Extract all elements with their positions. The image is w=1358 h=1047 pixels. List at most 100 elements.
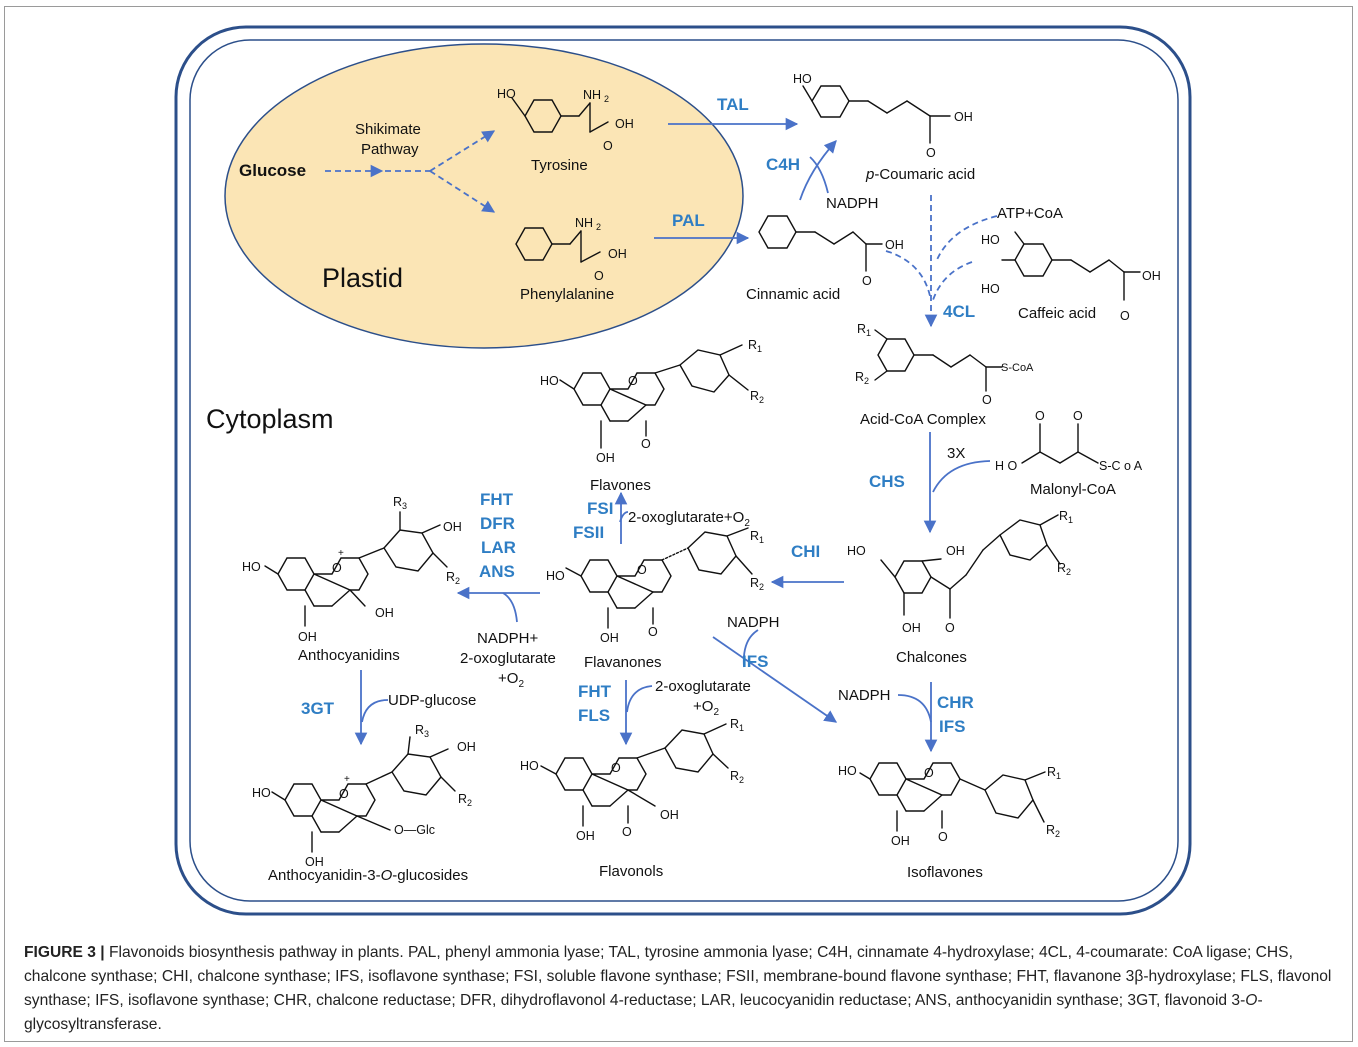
flavanones-r1: R <box>750 529 759 543</box>
tyrosine-structure <box>511 97 609 133</box>
anthocyanidins-label: Anthocyanidins <box>298 647 400 664</box>
chalcones-r2: R <box>1057 561 1066 575</box>
chalcones-oh-bottom: OH <box>902 621 921 635</box>
flavonols-ring-o: O <box>611 761 621 775</box>
pathway-diagram: Plastid Cytoplasm Glucose Shikimate Path… <box>174 25 1192 916</box>
cinnamic-label: Cinnamic acid <box>746 286 840 303</box>
cinnamic-oh: OH <box>885 238 904 252</box>
gluc-r2-sub: 2 <box>467 798 472 808</box>
fs-oxo-o2: 2-oxoglutarate+O <box>628 509 744 526</box>
flavones-r1: R <box>748 338 757 352</box>
phenylalanine-structure <box>515 227 601 263</box>
flavones-r2-sub: 2 <box>759 395 764 405</box>
antho-r3: R <box>393 495 402 509</box>
chr-nadph: NADPH <box>838 687 891 704</box>
antho-gluc-prefix: Anthocyanidin-3- <box>268 867 381 884</box>
chalcones-o: O <box>945 621 955 635</box>
flavanones-oh: OH <box>600 631 619 645</box>
caffeic-label: Caffeic acid <box>1018 305 1096 322</box>
chalcones-r1-sub: 1 <box>1068 515 1073 525</box>
flavonols-keto-o: O <box>622 825 632 839</box>
flavones-structure <box>559 344 749 449</box>
ifs-nadph: NADPH <box>727 614 780 631</box>
c4h-nadph: NADPH <box>826 195 879 212</box>
caffeic-ho-top: HO <box>981 233 1000 247</box>
fls-enzyme: FLS <box>578 706 610 725</box>
fls-cofactor-curve <box>626 685 653 713</box>
acid-coa-o: O <box>982 393 992 407</box>
malonyl-s-coa: S-C o A <box>1099 459 1143 473</box>
isoflavones-r2-sub: 2 <box>1055 829 1060 839</box>
gluc-ho: HO <box>252 786 271 800</box>
caffeic-ho-bottom: HO <box>981 282 1000 296</box>
shikimate-label-line2: Pathway <box>361 141 419 158</box>
antho-oxoglutarate: 2-oxoglutarate <box>460 650 556 667</box>
tyrosine-label: Tyrosine <box>531 157 588 174</box>
chs-enzyme: CHS <box>869 472 905 491</box>
dfr-enzyme: DFR <box>480 514 515 533</box>
antho-r2: R <box>446 570 455 584</box>
p-coumaric-prefix: p <box>865 166 874 183</box>
flavonols-r2: R <box>730 769 739 783</box>
atp-coa-label: ATP+CoA <box>997 205 1063 222</box>
caption-text-end: -glycosyltransferase. <box>24 992 1263 1033</box>
chs-malonyl-curve <box>932 460 991 493</box>
flavanones-structure <box>565 527 753 629</box>
acid-coa-r2-sub: 2 <box>864 376 869 386</box>
cell-membrane <box>189 39 1179 902</box>
fs-cofactor-curve <box>619 511 629 523</box>
chalcones-r1: R <box>1059 509 1068 523</box>
ifs-nadph-curve <box>742 629 759 668</box>
chalcones-ho: HO <box>847 544 866 558</box>
flavanones-keto-o: O <box>648 625 658 639</box>
antho-gluc-suffix: -glucosides <box>392 867 468 884</box>
chi-enzyme: CHI <box>791 542 820 561</box>
isoflavones-r1: R <box>1047 765 1056 779</box>
isoflavones-oh: OH <box>891 834 910 848</box>
flavonols-ho: HO <box>520 759 539 773</box>
figure-frame <box>4 6 1353 1042</box>
gluc-ring-o: O <box>339 787 349 801</box>
ifs-flavanone-arrow <box>712 636 838 723</box>
antho-nadph-plus: NADPH+ <box>477 630 539 647</box>
flavanones-r1-sub: 1 <box>759 535 764 545</box>
antho-o2-sub: 2 <box>518 679 524 690</box>
shikimate-dashed-arrows <box>325 130 496 213</box>
anthocyanidins-structure <box>264 511 448 627</box>
phenylalanine-nh2-sub: 2 <box>596 222 601 232</box>
cytoplasm-label: Cytoplasm <box>206 404 334 434</box>
gluc-oh-5: OH <box>305 855 324 869</box>
antho-plus: + <box>338 548 344 559</box>
antho-gluc-italic: O <box>381 867 393 884</box>
antho-oh-3: OH <box>375 606 394 620</box>
isoflavones-r1-sub: 1 <box>1056 771 1061 781</box>
acid-coa-structure <box>874 329 1003 392</box>
4cl-converging-arrows <box>885 195 998 328</box>
flavonols-r2-sub: 2 <box>739 775 744 785</box>
malonyl-ho: H O <box>995 459 1018 473</box>
c4h-arrow <box>799 140 837 201</box>
acid-coa-r1-sub: 1 <box>866 328 871 338</box>
anthocyanidin-cofactor-curve <box>502 592 518 623</box>
flavones-r2: R <box>750 389 759 403</box>
ifs-enzyme-chalcone: IFS <box>939 717 965 736</box>
tal-enzyme: TAL <box>717 95 749 114</box>
flavonols-structure <box>540 723 729 827</box>
gluc-r3-sub: 3 <box>424 729 429 739</box>
c4h-nadph-curve <box>809 156 829 194</box>
fls-plus-o: +O <box>693 698 713 715</box>
caffeic-o: O <box>1120 309 1130 323</box>
fht-enzyme: FHT <box>480 490 514 509</box>
tyrosine-nh2: NH <box>583 88 601 102</box>
tyrosine-nh2-sub: 2 <box>604 94 609 104</box>
chalcones-oh-top: OH <box>946 544 965 558</box>
flavonols-r1: R <box>730 717 739 731</box>
cinnamic-acid-structure <box>758 215 883 272</box>
plastid-ellipse <box>224 43 744 349</box>
gluc-plus: + <box>344 774 350 785</box>
isoflavones-r2: R <box>1046 823 1055 837</box>
cinnamic-o: O <box>862 274 872 288</box>
antho-ring-o: O <box>332 561 342 575</box>
chalcones-label: Chalcones <box>896 649 967 666</box>
3gt-udp-curve <box>361 699 389 723</box>
